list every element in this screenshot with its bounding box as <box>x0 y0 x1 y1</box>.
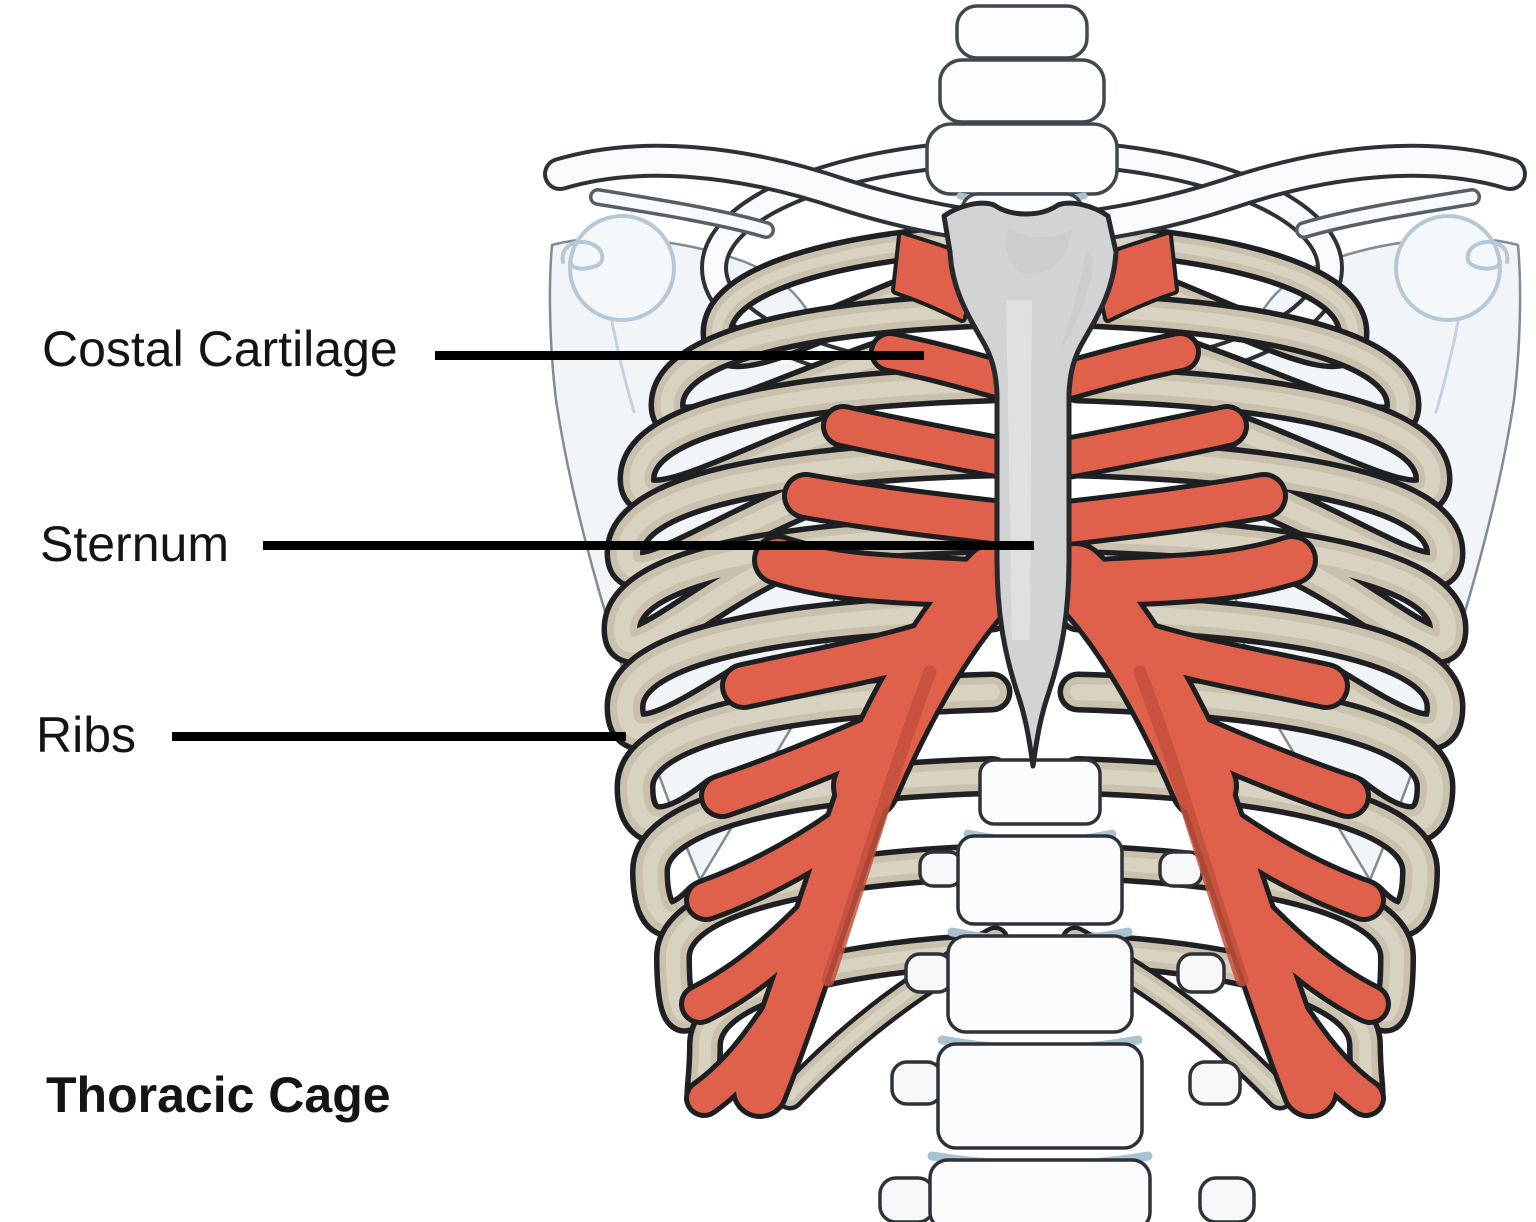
sternum-highlight <box>1006 300 1032 640</box>
glenoid-detail <box>568 214 676 322</box>
manubrium-shading <box>1006 228 1072 274</box>
cartilage-shading <box>821 665 937 987</box>
cervical-vertebrae <box>925 4 1119 242</box>
ribs-left <box>601 221 1013 1117</box>
lower-vertebral-column <box>878 758 1256 1222</box>
leader-line-sternum <box>263 541 1034 550</box>
leader-line-ribs <box>172 732 626 741</box>
sternum-bone <box>941 200 1119 769</box>
diagram-title: Thoracic Cage <box>46 1067 391 1123</box>
leader-line-costal-cartilage <box>435 351 924 360</box>
label-costal-cartilage: Costal Cartilage <box>42 321 398 377</box>
label-sternum: Sternum <box>40 516 229 572</box>
coracoid-detail <box>560 240 605 271</box>
label-ribs: Ribs <box>36 707 137 763</box>
costal-cartilage-left <box>679 231 1030 1119</box>
